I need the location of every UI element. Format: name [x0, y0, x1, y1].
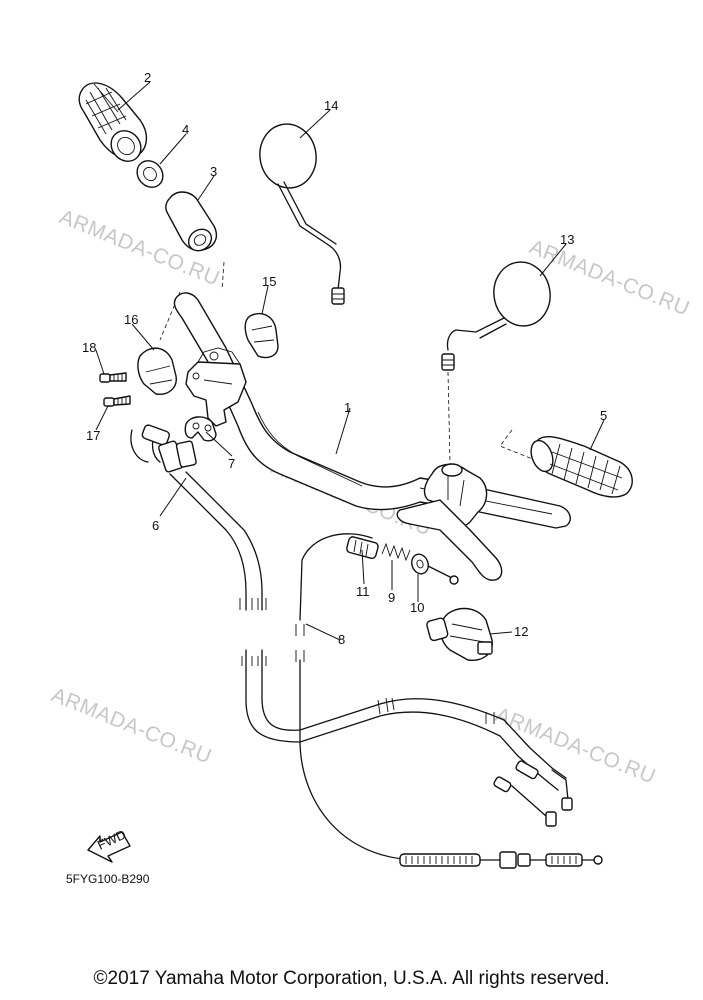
watermark: ARMADA-CO.RU [526, 235, 693, 320]
handlebar-switch [426, 607, 493, 661]
diagram-code: 5FYG100-B290 [66, 872, 150, 886]
copyright-notice: ©2017 Yamaha Motor Corporation, U.S.A. A… [93, 968, 610, 989]
left-housing [185, 347, 247, 427]
lock-nut [411, 553, 459, 585]
callout-3: 3 [210, 164, 217, 179]
right-mirror [441, 261, 551, 465]
callout-numbers: 1 2 3 4 5 6 7 8 9 10 11 12 13 14 15 16 1… [82, 70, 607, 647]
throttle-sleeve [165, 191, 218, 252]
callout-12: 12 [514, 624, 528, 639]
clutch-cable [295, 533, 603, 869]
callout-11: 11 [356, 584, 370, 599]
callout-4: 4 [182, 122, 189, 137]
callout-2: 2 [144, 70, 151, 85]
callout-7: 7 [228, 456, 235, 471]
callout-10: 10 [410, 600, 424, 615]
clutch-lever [396, 463, 503, 581]
callout-16: 16 [124, 312, 138, 327]
screw-17 [103, 395, 131, 407]
left-mirror [259, 123, 345, 305]
adjuster-spring [381, 542, 411, 562]
washer [136, 160, 164, 188]
leader-lines [95, 81, 605, 641]
callout-14: 14 [324, 98, 338, 113]
throttle-cables [130, 424, 573, 827]
left-cap [137, 347, 177, 395]
watermark: ARMADA-CO.RU [48, 683, 215, 768]
callout-6: 6 [152, 518, 159, 533]
right-grip [499, 429, 633, 498]
callout-13: 13 [560, 232, 574, 247]
callout-9: 9 [388, 590, 395, 605]
callout-1: 1 [344, 400, 351, 415]
watermark: ARMADA-CO.RU [492, 703, 659, 788]
callout-15: 15 [262, 274, 276, 289]
callout-5: 5 [600, 408, 607, 423]
housing-cap [244, 312, 279, 359]
callout-18: 18 [82, 340, 96, 355]
fwd-arrow-icon: FWD [87, 827, 131, 863]
screw-18 [99, 372, 127, 383]
cable-adjuster [346, 536, 379, 560]
handlebar [173, 292, 571, 529]
callout-8: 8 [338, 632, 345, 647]
callout-17: 17 [86, 428, 100, 443]
left-grip [78, 82, 147, 162]
